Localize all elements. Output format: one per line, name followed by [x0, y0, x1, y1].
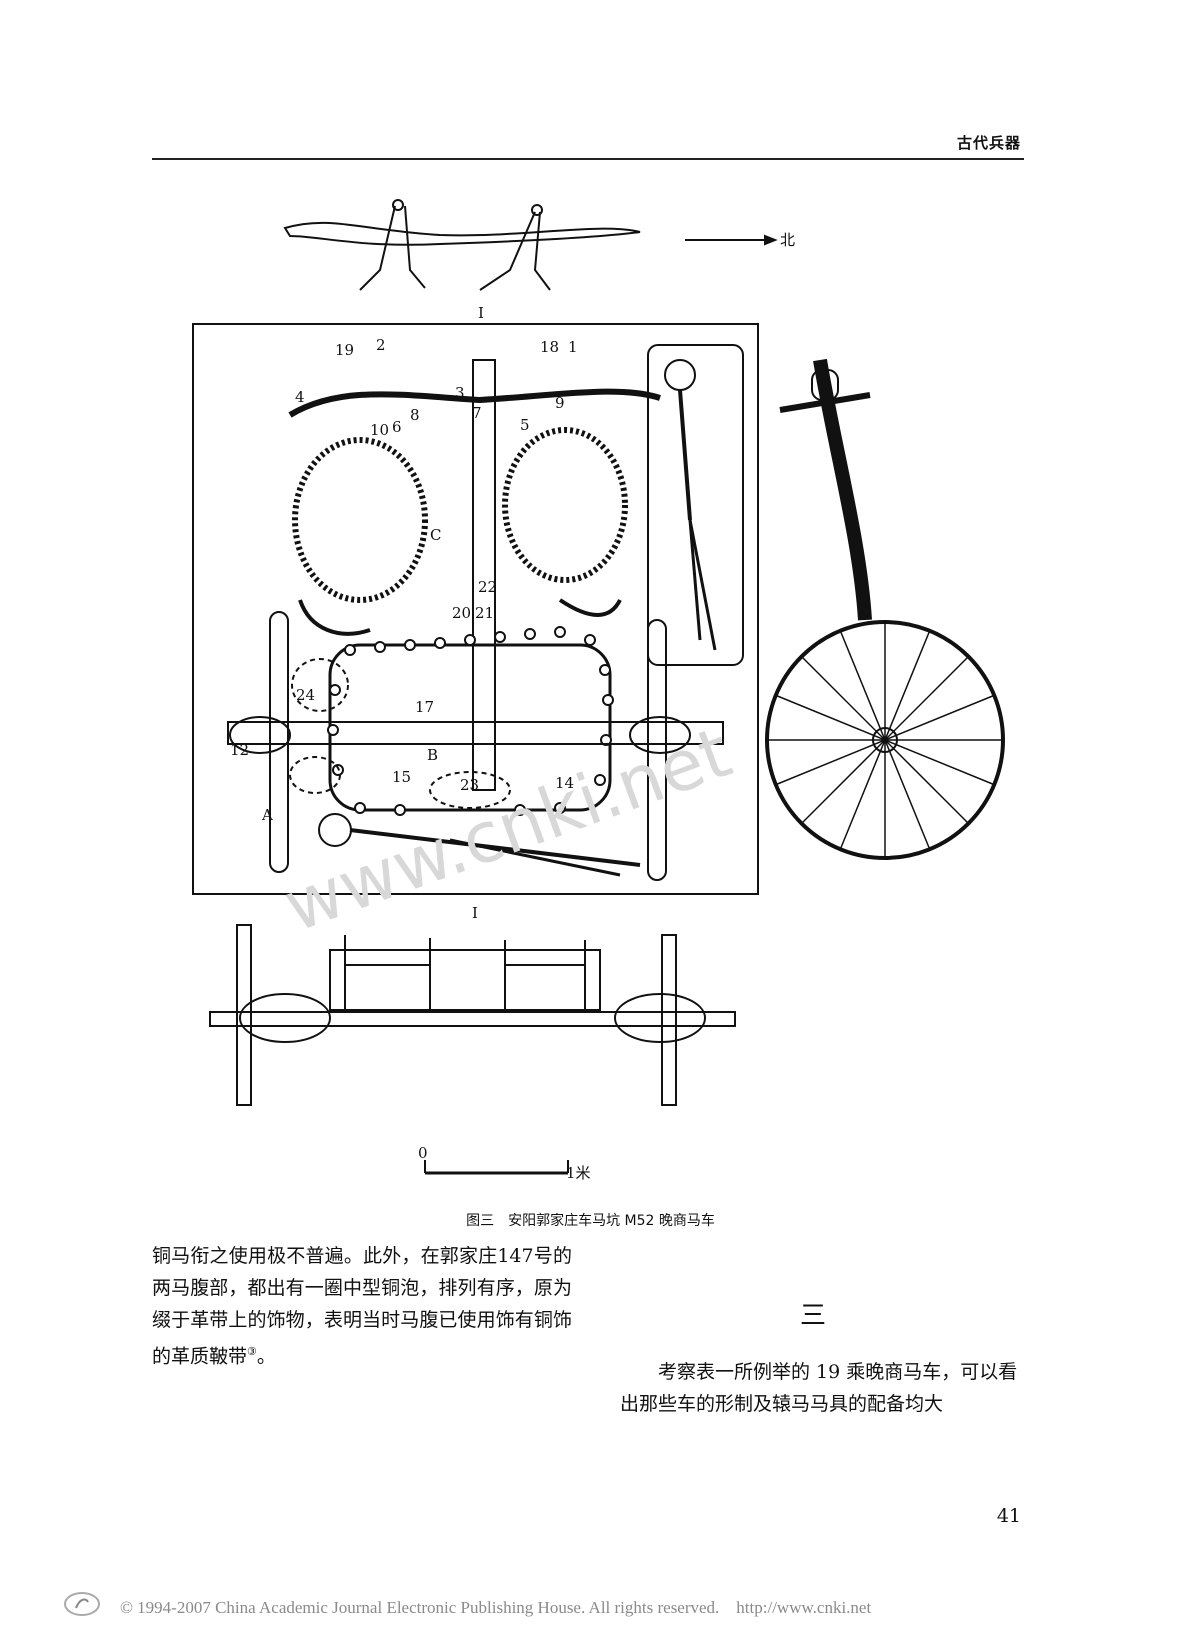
horse-left — [292, 437, 428, 603]
fig-label: 10 — [370, 421, 389, 439]
fig-label: 12 — [230, 741, 249, 759]
fig-label: 14 — [555, 774, 574, 792]
fig-label: 24 — [296, 686, 315, 704]
fig-label: 6 — [392, 418, 402, 436]
fig-label: 17 — [415, 698, 434, 716]
fig-label: 15 — [392, 768, 411, 786]
wheel-right — [647, 619, 667, 881]
fig-label: 22 — [478, 578, 497, 596]
fig-label: 19 — [335, 341, 354, 359]
scale-zero: 0 — [418, 1144, 428, 1162]
wheel-left — [269, 611, 289, 873]
watermark: www.cnki.net — [274, 711, 741, 948]
left-paragraph-end: 。 — [256, 1345, 276, 1368]
north-label: 北 — [780, 231, 795, 249]
cnki-logo-icon — [64, 1592, 100, 1616]
fig-label: 5 — [520, 416, 530, 434]
fig-label: 2 — [376, 336, 386, 354]
left-column: 铜马衔之使用极不普遍。此外，在郭家庄147号的两马腹部，都出有一圈中型铜泡，排列… — [152, 1240, 572, 1372]
plan-frame — [192, 323, 759, 895]
section-marker-bottom: I — [472, 904, 478, 922]
footnote-mark[interactable]: ③ — [247, 1345, 257, 1358]
fig-label: B — [427, 746, 438, 764]
header-rule — [152, 158, 1024, 160]
chariot-figure: 北 I I 19 2 18 1 4 3 7 5 10 6 8 9 22 20 2… — [192, 199, 1005, 1182]
fig-label: 7 — [472, 404, 482, 422]
fig-label: 20 — [452, 604, 471, 622]
yoke-drawing — [283, 221, 641, 246]
figure-caption: 图三 安阳郭家庄车马坑 M52 晚商马车 — [466, 1213, 715, 1229]
fig-label: C — [430, 526, 441, 544]
section-header: 古代兵器 — [956, 134, 1021, 152]
fig-label: 8 — [410, 406, 420, 424]
fig-label: 9 — [555, 394, 565, 412]
right-column: 考察表一所例举的 19 乘晚商马车，可以看出那些车的形制及辕马马具的配备均大 — [620, 1356, 1024, 1420]
scale-unit: 1米 — [566, 1164, 591, 1182]
section-marker-top: I — [478, 304, 484, 322]
copyright-footer: © 1994-2007 China Academic Journal Elect… — [120, 1598, 872, 1617]
page-number: 41 — [996, 1505, 1021, 1527]
section-number: 三 — [800, 1301, 827, 1331]
fig-label: 21 — [475, 604, 494, 622]
fig-label: 4 — [295, 388, 305, 406]
left-paragraph: 铜马衔之使用极不普遍。此外，在郭家庄147号的两马腹部，都出有一圈中型铜泡，排列… — [152, 1240, 572, 1372]
fig-label: 23 — [460, 776, 479, 794]
fig-label: 1 — [568, 338, 578, 356]
fig-label: 3 — [455, 384, 465, 402]
left-paragraph-text: 铜马衔之使用极不普遍。此外，在郭家庄147号的两马腹部，都出有一圈中型铜泡，排列… — [152, 1245, 572, 1368]
right-paragraph: 考察表一所例举的 19 乘晚商马车，可以看出那些车的形制及辕马马具的配备均大 — [620, 1361, 1018, 1415]
fig-label: 18 — [540, 338, 559, 356]
fig-label: A — [261, 806, 273, 824]
horse-right — [502, 427, 628, 583]
elevation-axle — [209, 1011, 736, 1027]
side-shaft — [813, 358, 872, 621]
